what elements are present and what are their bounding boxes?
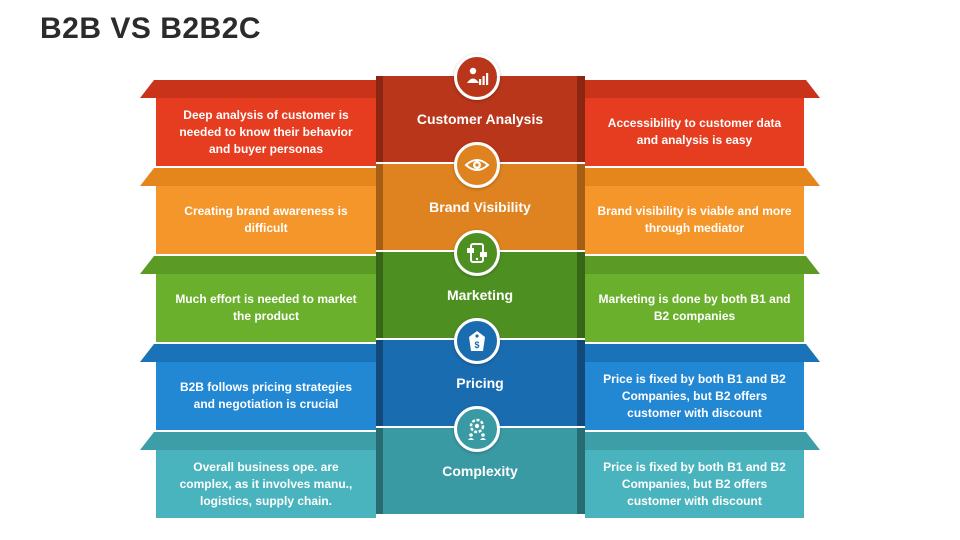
b2b-description: Creating brand awareness is difficult bbox=[156, 186, 376, 254]
b2b-description: B2B follows pricing strategies and negot… bbox=[156, 362, 376, 430]
right-tab bbox=[585, 168, 820, 186]
right-tab bbox=[585, 80, 820, 98]
category-text: Customer Analysis bbox=[416, 111, 544, 127]
right-fold bbox=[576, 76, 585, 162]
b2b2c-description: Price is fixed by both B1 and B2 Compani… bbox=[585, 450, 804, 518]
b2b-text: B2B follows pricing strategies and negot… bbox=[179, 380, 353, 411]
eye-icon bbox=[454, 142, 500, 188]
comparison-row: Overall business ope. are complex, as it… bbox=[0, 406, 960, 532]
comparison-row: B2B follows pricing strategies and negot… bbox=[0, 318, 960, 444]
b2b-description: Overall business ope. are complex, as it… bbox=[156, 450, 376, 518]
right-tab bbox=[585, 256, 820, 274]
b2b-text: Deep analysis of customer is needed to k… bbox=[179, 107, 353, 156]
left-tab bbox=[140, 432, 380, 450]
left-fold bbox=[376, 164, 385, 250]
category-text: Complexity bbox=[442, 463, 518, 479]
b2b-description: Deep analysis of customer is needed to k… bbox=[156, 98, 376, 166]
customer-analysis-icon bbox=[454, 54, 500, 100]
right-fold bbox=[576, 164, 585, 250]
svg-text:$: $ bbox=[474, 340, 479, 350]
category-text: Pricing bbox=[456, 375, 504, 391]
b2b2c-text: Price is fixed by both B1 and B2 Compani… bbox=[603, 459, 786, 508]
comparison-row: Creating brand awareness is difficult Bra… bbox=[0, 142, 960, 268]
b2b2c-text: Brand visibility is viable and more thro… bbox=[597, 204, 792, 235]
b2b2c-text: Price is fixed by both B1 and B2 Compani… bbox=[603, 371, 786, 420]
b2b2c-description: Marketing is done by both B1 and B2 comp… bbox=[585, 274, 804, 342]
b2b-description: Much effort is needed to market the prod… bbox=[156, 274, 376, 342]
b2b2c-description: Accessibility to customer data and analy… bbox=[585, 98, 804, 166]
category-text: Brand Visibility bbox=[429, 199, 531, 215]
price-tag-icon: $ bbox=[454, 318, 500, 364]
b2b2c-description: Brand visibility is viable and more thro… bbox=[585, 186, 804, 254]
right-fold bbox=[576, 252, 585, 338]
left-fold bbox=[376, 76, 385, 162]
b2b-text: Overall business ope. are complex, as it… bbox=[179, 459, 353, 508]
left-fold bbox=[376, 252, 385, 338]
left-tab bbox=[140, 344, 380, 362]
left-tab bbox=[140, 80, 380, 98]
b2b2c-text: Accessibility to customer data and analy… bbox=[607, 116, 782, 147]
right-tab bbox=[585, 432, 820, 450]
b2b-text: Creating brand awareness is difficult bbox=[184, 204, 348, 235]
b2b2c-text: Marketing is done by both B1 and B2 comp… bbox=[598, 292, 791, 323]
right-fold bbox=[576, 340, 585, 426]
left-fold bbox=[376, 428, 385, 514]
b2b2c-description: Price is fixed by both B1 and B2 Compani… bbox=[585, 362, 804, 430]
right-tab bbox=[585, 344, 820, 362]
left-fold bbox=[376, 340, 385, 426]
left-tab bbox=[140, 168, 380, 186]
left-tab bbox=[140, 256, 380, 274]
marketing-icon bbox=[454, 230, 500, 276]
comparison-row: Deep analysis of customer is needed to k… bbox=[0, 54, 960, 180]
page-title: B2B VS B2B2C bbox=[40, 12, 262, 45]
category-text: Marketing bbox=[446, 287, 514, 303]
gear-people-icon bbox=[454, 406, 500, 452]
right-fold bbox=[576, 428, 585, 514]
b2b-text: Much effort is needed to market the prod… bbox=[175, 292, 357, 323]
